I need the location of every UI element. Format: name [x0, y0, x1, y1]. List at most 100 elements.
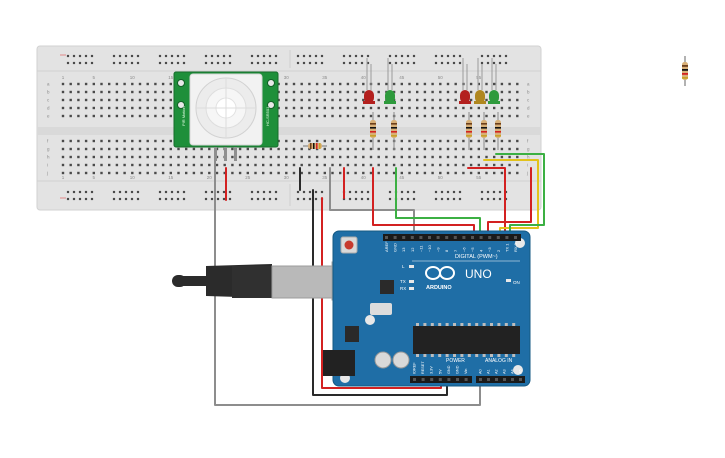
digital-pin-label: ~9: [436, 247, 441, 252]
row-letter: c: [47, 98, 50, 103]
wire-red-led3-board[interactable]: [487, 197, 532, 238]
power-pin-label: 5V: [438, 369, 442, 374]
arduino-uno[interactable]: UNO ARDUINO DIGITAL (PWM~) ON L TX RX PO…: [323, 230, 531, 387]
led-resistor[interactable]: [370, 112, 376, 150]
column-number: 45: [399, 75, 405, 80]
analog-pin-label: A5: [519, 369, 523, 374]
digital-header: [383, 234, 521, 241]
arduino-brand: ARDUINO: [426, 285, 452, 291]
digital-pin-label: TX 1: [504, 243, 509, 252]
column-number: 35: [322, 75, 328, 80]
column-number: 20: [207, 175, 213, 180]
row-letter: e: [527, 114, 530, 119]
resistor-spare[interactable]: [682, 56, 688, 86]
led-resistors: [370, 112, 501, 150]
power-pin-label: GND: [447, 365, 451, 374]
analog-pin-label: A4: [511, 369, 515, 374]
led-resistor[interactable]: [466, 112, 472, 150]
row-letter: f: [47, 139, 49, 144]
digital-pin-label: GND: [393, 243, 398, 252]
row-letter: h: [47, 155, 50, 160]
arduino-model: UNO: [465, 267, 492, 281]
row-letter: c: [527, 98, 530, 103]
resistor-pir[interactable]: [303, 143, 327, 149]
digital-label: DIGITAL (PWM~): [455, 254, 498, 260]
power-label: POWER: [446, 358, 465, 364]
column-number: 40: [361, 75, 367, 80]
leds: [363, 58, 500, 104]
digital-pin-label: 4: [479, 249, 484, 252]
power-pin-label: Vin: [464, 369, 468, 374]
led-resistor[interactable]: [391, 112, 397, 150]
led[interactable]: [474, 58, 486, 104]
digital-pin-label: AREF: [384, 241, 389, 252]
column-number: 55: [476, 175, 482, 180]
column-number: 50: [438, 175, 444, 180]
analog-pin-label: A1: [487, 369, 491, 374]
led[interactable]: [384, 58, 396, 104]
column-number: 15: [168, 175, 174, 180]
row-letter: a: [47, 82, 50, 87]
power-pin-label: IOREF: [413, 362, 417, 374]
on-label: ON: [513, 280, 520, 285]
row-letter: j: [526, 171, 528, 176]
row-letter: g: [47, 147, 50, 152]
pir-sensor[interactable]: PIR Motion HC-SR501: [173, 71, 279, 161]
digital-pin-label: 7: [453, 249, 458, 252]
column-number: 15: [168, 75, 174, 80]
digital-pin-label: ~11: [418, 245, 423, 252]
row-letter: i: [527, 163, 528, 168]
column-number: 1: [62, 75, 65, 80]
power-jack: [323, 350, 355, 376]
analog-header: [476, 376, 525, 383]
rx-led-label: RX: [400, 286, 406, 291]
digital-pin-label: 8: [444, 249, 449, 252]
row-letter: j: [46, 171, 48, 176]
power-pin-label: GND: [456, 365, 460, 374]
column-number: 10: [130, 175, 136, 180]
analog-pin-label: A0: [479, 369, 483, 374]
column-number: 5: [93, 75, 96, 80]
analog-pin-label: A3: [503, 369, 507, 374]
led-resistor[interactable]: [495, 112, 501, 150]
digital-pin-label: RX 0: [513, 242, 518, 252]
column-number: 30: [284, 75, 290, 80]
led[interactable]: [363, 58, 375, 104]
led[interactable]: [488, 58, 500, 104]
column-number: 55: [476, 75, 482, 80]
digital-pin-label: ~10: [427, 244, 432, 252]
wire-green-led5[interactable]: [495, 153, 545, 238]
wire-red-led3[interactable]: [467, 167, 506, 238]
row-letter: d: [527, 106, 530, 111]
arduino-logo: [425, 266, 455, 280]
column-number: 35: [322, 175, 328, 180]
digital-pin-label: ~3: [487, 247, 492, 252]
digital-pin-label: 2: [496, 249, 501, 252]
analog-pin-label: A2: [495, 369, 499, 374]
led-resistor[interactable]: [481, 112, 487, 150]
row-letter: b: [527, 90, 530, 95]
wire-green-led2[interactable]: [395, 167, 481, 238]
column-number: 30: [284, 175, 290, 180]
microcontroller-chip: [413, 326, 520, 354]
column-number: 45: [399, 175, 405, 180]
l-led-label: L: [402, 264, 405, 269]
tx-led-label: TX: [400, 279, 406, 284]
row-letter: i: [47, 163, 48, 168]
analog-label: ANALOG IN: [485, 358, 513, 364]
led[interactable]: [459, 58, 471, 104]
column-number: 1: [62, 175, 65, 180]
row-letter: a: [527, 82, 530, 87]
digital-pin-label: 12: [410, 247, 415, 252]
row-letter: h: [527, 155, 530, 160]
column-number: 40: [361, 175, 367, 180]
column-number: 10: [130, 75, 136, 80]
digital-pin-label: 13: [401, 247, 406, 252]
row-letter: d: [47, 106, 50, 111]
row-letter: b: [47, 90, 50, 95]
row-letter: g: [527, 147, 530, 152]
